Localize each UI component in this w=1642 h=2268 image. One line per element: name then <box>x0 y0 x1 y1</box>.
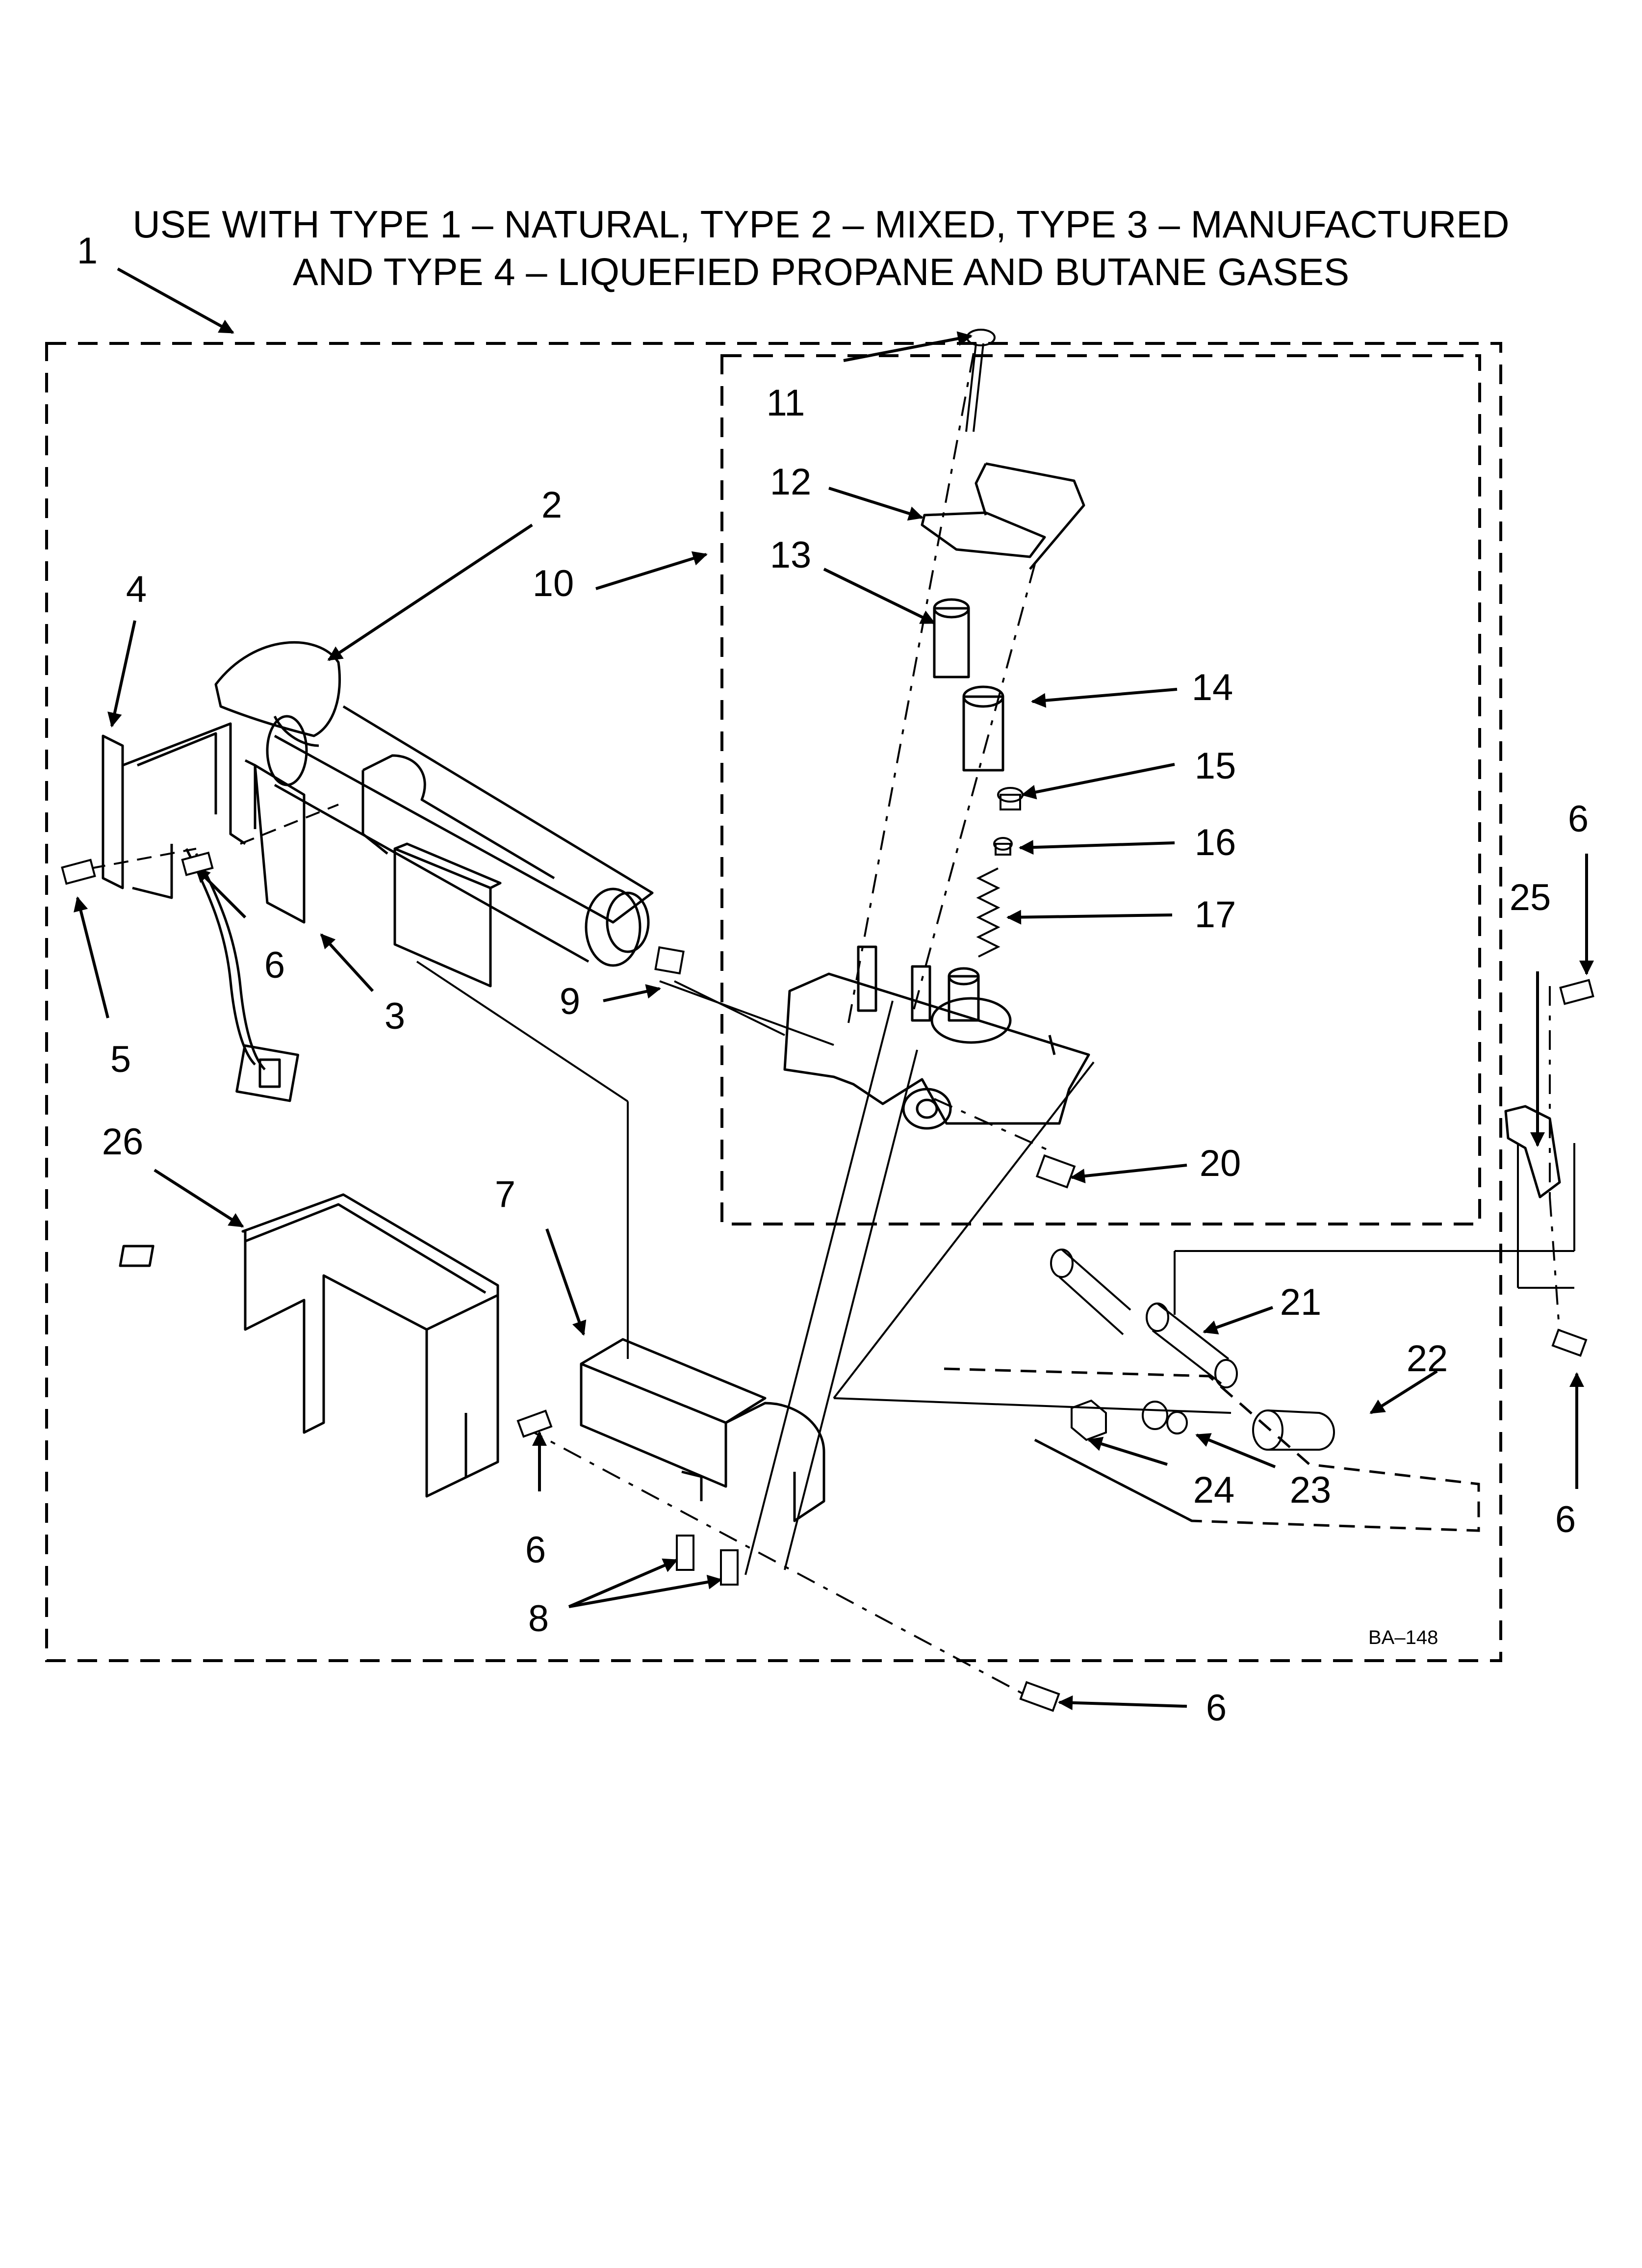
screw-6-bracket <box>516 1409 553 1438</box>
kit-22-outline-lower <box>1034 1438 1193 1522</box>
screw-5 <box>61 859 96 885</box>
callout-3: 3 <box>384 995 406 1037</box>
igniter-bracket-3-4 <box>102 722 306 1102</box>
screw-6-right <box>1551 1329 1588 1357</box>
callout-15: 15 <box>1194 745 1236 787</box>
callout-6-bottom: 6 <box>1206 1687 1227 1729</box>
callout-16: 16 <box>1194 822 1236 863</box>
screw-6-igniter <box>181 851 214 876</box>
burner-tube-2 <box>214 641 654 967</box>
frame-bracket-26 <box>119 1193 499 1498</box>
callout-23: 23 <box>1289 1469 1332 1511</box>
callout-12: 12 <box>770 461 812 503</box>
callout-11: 11 <box>766 382 805 424</box>
clip-25 <box>1504 1105 1561 1199</box>
callout-6-igniter: 6 <box>264 944 285 986</box>
callout-21: 21 <box>1280 1281 1322 1323</box>
callout-26: 26 <box>102 1121 144 1163</box>
fitting-20 <box>1035 1154 1076 1189</box>
bracket-7 <box>393 842 825 1522</box>
kit-boundary-1 <box>45 342 1502 1662</box>
screw-8-left <box>676 1535 694 1571</box>
callout-5: 5 <box>110 1039 131 1080</box>
diagram-title-line-2: AND TYPE 4 – LIQUEFIED PROPANE AND BUTAN… <box>292 250 1350 293</box>
orifice-23 <box>1142 1401 1188 1434</box>
screw-11 <box>965 329 996 432</box>
tube-21 <box>1050 1249 1238 1388</box>
callout-14: 14 <box>1191 667 1233 708</box>
callout-1: 1 <box>77 230 98 272</box>
callout-6-top-right: 6 <box>1567 798 1589 840</box>
callout-17: 17 <box>1194 894 1236 936</box>
disc-16 <box>993 837 1013 856</box>
callout-8: 8 <box>528 1598 549 1640</box>
spring-17 <box>976 867 1001 958</box>
plug-15 <box>997 787 1024 810</box>
callout-4: 4 <box>126 569 147 610</box>
diagram-title-line-1: USE WITH TYPE 1 – NATURAL, TYPE 2 – MIXE… <box>132 203 1510 246</box>
callout-10: 10 <box>532 563 574 604</box>
callout-9: 9 <box>559 981 581 1022</box>
valve-assembly-boundary-10 <box>720 354 1481 1225</box>
leader-arrows <box>74 267 1594 1710</box>
coils-and-bracket <box>921 462 1085 772</box>
screws <box>61 851 1594 1712</box>
nut-24 <box>1071 1399 1107 1441</box>
callout-25: 25 <box>1509 877 1551 918</box>
cap-22 <box>1252 1409 1335 1451</box>
orifice-9 <box>654 946 685 975</box>
diagram-code: BA–148 <box>1368 1627 1438 1648</box>
callout-24: 24 <box>1193 1469 1235 1511</box>
callout-20: 20 <box>1199 1143 1241 1184</box>
screw-6-bottom <box>1019 1681 1060 1712</box>
callout-2: 2 <box>541 484 563 526</box>
callout-7: 7 <box>494 1173 516 1215</box>
callout-22: 22 <box>1406 1338 1448 1380</box>
screw-6-top-right <box>1559 979 1594 1005</box>
callout-6-right: 6 <box>1555 1499 1576 1540</box>
callout-13: 13 <box>770 534 812 576</box>
screw-8-right <box>720 1549 739 1586</box>
callout-6-bracket: 6 <box>525 1529 546 1571</box>
gas-valve-body <box>783 945 1090 1130</box>
assembly-reference-lines <box>90 353 1575 1698</box>
